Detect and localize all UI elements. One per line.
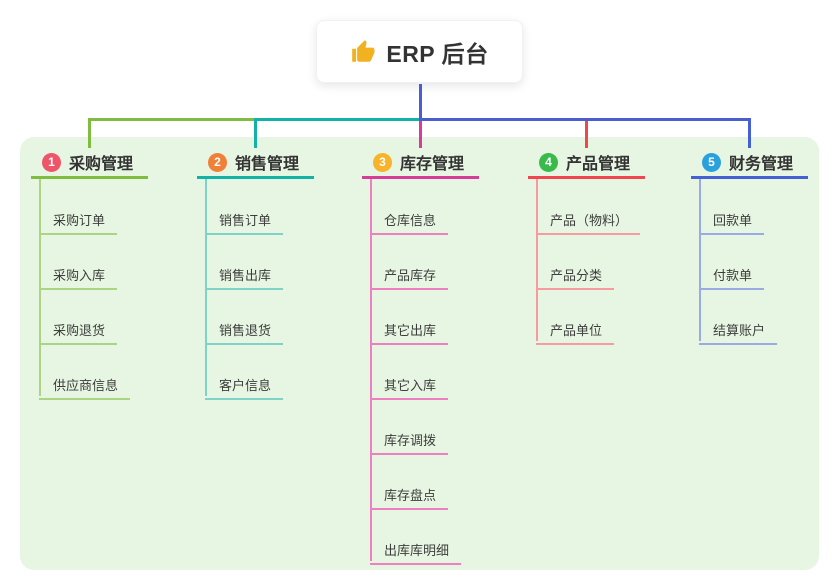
branch-label: 库存管理 [400, 156, 465, 173]
branch-number-badge: 3 [373, 152, 392, 172]
child-node[interactable]: 供应商信息 [39, 370, 131, 400]
branch-tree-line [699, 179, 701, 341]
branch-header[interactable]: 3 库存管理 [362, 148, 479, 179]
child-node[interactable]: 产品单位 [536, 315, 615, 345]
connector-root-stem [419, 84, 422, 121]
root-node[interactable]: ERP 后台 [316, 20, 523, 83]
branch-tree-line [205, 179, 207, 396]
connector-branch-drop [585, 121, 588, 148]
branch-header[interactable]: 5 财务管理 [691, 148, 808, 179]
child-node[interactable]: 库存盘点 [370, 480, 449, 510]
branch-label: 采购管理 [69, 156, 134, 173]
branch-tree-line [39, 179, 41, 396]
connector-bus-segment [88, 118, 257, 121]
branch-number-badge: 2 [208, 152, 227, 172]
branch-header[interactable]: 2 销售管理 [197, 148, 314, 179]
root-title: ERP 后台 [386, 40, 489, 67]
child-node[interactable]: 出库库明细 [370, 535, 462, 565]
branch-label: 销售管理 [235, 156, 300, 173]
branch-tree-line [536, 179, 538, 341]
connector-branch-drop [88, 121, 91, 148]
child-node[interactable]: 销售退货 [205, 315, 284, 345]
child-node[interactable]: 采购退货 [39, 315, 118, 345]
child-node[interactable]: 采购入库 [39, 260, 118, 290]
child-node[interactable]: 客户信息 [205, 370, 284, 400]
branch-tree-line [370, 179, 372, 561]
branch-label: 产品管理 [566, 156, 631, 173]
child-node[interactable]: 其它入库 [370, 370, 449, 400]
child-node[interactable]: 产品库存 [370, 260, 449, 290]
child-node[interactable]: 其它出库 [370, 315, 449, 345]
mindmap-panel [20, 137, 819, 570]
child-node[interactable]: 仓库信息 [370, 205, 449, 235]
child-node[interactable]: 销售出库 [205, 260, 284, 290]
child-node[interactable]: 回款单 [699, 205, 765, 235]
child-node[interactable]: 库存调拨 [370, 425, 449, 455]
child-node[interactable]: 产品分类 [536, 260, 615, 290]
branch-header[interactable]: 1 采购管理 [31, 148, 148, 179]
child-node[interactable]: 结算账户 [699, 315, 778, 345]
child-node[interactable]: 付款单 [699, 260, 765, 290]
child-node[interactable]: 产品（物料） [536, 205, 641, 235]
connector-branch-drop [254, 121, 257, 148]
branch-number-badge: 5 [702, 152, 721, 172]
connector-branch-drop [419, 121, 422, 148]
connector-bus-segment [419, 118, 751, 121]
child-node[interactable]: 采购订单 [39, 205, 118, 235]
child-node[interactable]: 销售订单 [205, 205, 284, 235]
branch-header[interactable]: 4 产品管理 [528, 148, 645, 179]
connector-branch-drop [748, 121, 751, 148]
connector-bus-segment [254, 118, 422, 121]
branch-label: 财务管理 [729, 156, 794, 173]
thumbs-up-icon [352, 39, 375, 62]
branch-number-badge: 1 [42, 152, 61, 172]
branch-number-badge: 4 [539, 152, 558, 172]
